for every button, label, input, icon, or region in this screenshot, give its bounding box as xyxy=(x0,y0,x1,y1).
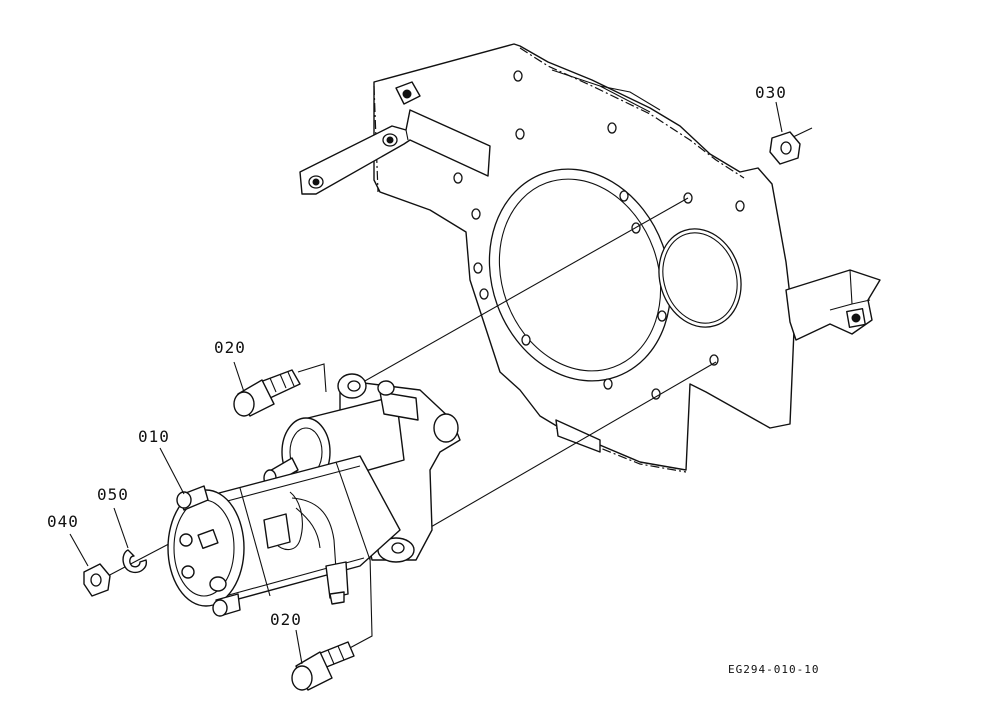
nut-030 xyxy=(769,131,801,165)
label-part-040: 040 xyxy=(47,512,79,531)
upper-left-bracket xyxy=(299,81,491,195)
label-part-020-lower: 020 xyxy=(270,610,302,629)
washer-050 xyxy=(122,549,147,574)
label-part-030: 030 xyxy=(755,83,787,102)
bolt-holes xyxy=(453,70,745,400)
starter-motor xyxy=(167,373,461,617)
label-part-050: 050 xyxy=(97,485,129,504)
bolt-020-upper xyxy=(233,369,301,417)
nut-040 xyxy=(83,563,111,597)
alignment-lines xyxy=(103,127,813,651)
label-part-010: 010 xyxy=(138,427,170,446)
reference-code: EG294-010-10 xyxy=(728,663,820,676)
label-part-020-upper: 020 xyxy=(214,338,246,357)
right-side-bracket xyxy=(785,269,881,341)
bolt-020-lower xyxy=(291,641,355,691)
leader-lines xyxy=(69,101,783,665)
